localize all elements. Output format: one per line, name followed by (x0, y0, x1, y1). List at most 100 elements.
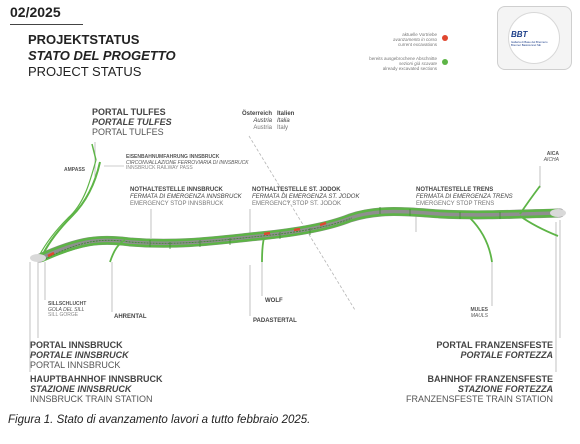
portal-tulfes-de: PORTAL TULFES (92, 107, 166, 117)
current-excavation-4 (47, 251, 55, 258)
es-innsbruck-en: EMERGENCY STOP INNSBRUCK (130, 201, 224, 207)
bf-franzensfeste-en: FRANZENSFESTE TRAIN STATION (405, 394, 553, 404)
portal-tulfes-en: PORTAL TULFES (92, 127, 164, 137)
portal-franzensfeste-cap (550, 209, 566, 217)
date-underline (10, 24, 83, 25)
es-innsbruck-it: FERMATA DI EMERGENZA INNSBRUCK (130, 194, 242, 200)
label-bf-franzensfeste: BAHNHOF FRANZENSFESTE STAZIONE FORTEZZA … (406, 374, 553, 404)
bf-franzensfeste-it: STAZIONE FORTEZZA (457, 384, 553, 394)
border-italy: Italien Italia Italy (277, 111, 294, 132)
mules-access (469, 217, 493, 263)
legend-current: aktuelle Vortriebe avanzamento in corso … (393, 32, 437, 47)
es-jodok-de: NOTHALTESTELLE ST. JODOK (252, 187, 341, 193)
label-portal-innsbruck: PORTAL INNSBRUCK PORTALE INNSBRUCK PORTA… (30, 340, 129, 370)
border-austria-en: Austria (253, 125, 272, 131)
mules-de: MULES (470, 307, 489, 313)
cross-passages (149, 207, 501, 249)
es-jodok-it: FERMATA DI EMERGENZA ST. JODOK (252, 194, 360, 200)
legend-completed-de: bereits ausgebrochene Abschnitte (369, 56, 437, 61)
legend-completed-it: sezioni già scavate (398, 61, 437, 66)
border-austria-it: Austria (253, 118, 272, 124)
bbt-logo-sub2: Brenner Basistunnel SE (511, 43, 541, 47)
es-trens-it: FERMATA DI EMERGENZA TRENS (416, 194, 513, 200)
current-excavations (47, 221, 327, 258)
bf-franzensfeste-de: BAHNHOF FRANZENSFESTE (427, 374, 554, 384)
figure-caption: Figura 1. Stato di avanzamento lavori a … (8, 414, 311, 426)
label-bypass: EISENBAHNUMFAHRUNG INNSBRUCK CIRCONVALLA… (126, 154, 249, 172)
sill-de: SILLSCHLUCHT (48, 301, 87, 307)
border-italy-it: Italia (277, 118, 290, 124)
aica-it: AICHA (543, 156, 559, 163)
legend-completed-en: already excavated sections (382, 66, 437, 71)
legend-completed: bereits ausgebrochene Abschnitte sezioni… (369, 56, 437, 71)
label-padastertal: PADASTERTAL (253, 318, 297, 324)
label-es-trens: NOTHALTESTELLE TRENS FERMATA DI EMERGENZ… (416, 187, 513, 208)
title-italian: STATO DEL PROGETTO (28, 48, 176, 63)
aica-connection (519, 185, 541, 215)
legend-current-de: aktuelle Vortriebe (402, 32, 437, 37)
label-es-innsbruck: NOTHALTESTELLE INNSBRUCK FERMATA DI EMER… (130, 187, 242, 208)
label-ahrental: AHRENTAL (114, 314, 147, 320)
label-es-jodok: NOTHALTESTELLE ST. JODOK FERMATA DI EMER… (252, 187, 359, 208)
label-portal-franzensfeste: PORTAL FRANZENSFESTE PORTALE FORTEZZA (436, 340, 553, 360)
mules-it: MAULS (470, 312, 488, 319)
hbf-innsbruck-it: STAZIONE INNSBRUCK (30, 384, 132, 394)
portal-franzensfeste-it: PORTALE FORTEZZA (460, 350, 553, 360)
label-wolf: WOLF (265, 298, 283, 304)
hbf-innsbruck-de: HAUPTBAHNHOF INNSBRUCK (30, 374, 163, 384)
portal-franzensfeste-de: PORTAL FRANZENSFESTE (436, 340, 553, 350)
legend-completed-dot (442, 59, 448, 65)
portal-innsbruck-de: PORTAL INNSBRUCK (30, 340, 123, 350)
border-line (248, 135, 356, 311)
exploratory-tunnel (44, 217, 353, 260)
es-innsbruck-de: NOTHALTESTELLE INNSBRUCK (130, 187, 223, 193)
legend-current-it: avanzamento in corso (392, 37, 437, 42)
portal-innsbruck-en: PORTAL INNSBRUCK (30, 360, 121, 370)
bbt-logo-subtitle: Galleria di Base del Brennero Brenner Ba… (511, 41, 548, 47)
es-trens-de: NOTHALTESTELLE TRENS (416, 187, 494, 193)
sill-en: SILL GORGE (48, 312, 79, 318)
bypass-de: EISENBAHNUMFAHRUNG INNSBRUCK (126, 154, 220, 160)
border-austria-de: Österreich (241, 111, 272, 117)
franzensfeste-connection (519, 215, 559, 237)
ahrental-access (109, 239, 126, 263)
border-italy-en: Italy (277, 125, 289, 131)
legend-current-dot (442, 35, 448, 41)
label-aica: AICA AICHA (543, 151, 559, 163)
label-mules: MULES MAULS (470, 307, 489, 319)
label-sill-gorge: SILLSCHLUCHT GOLA DEL SILL SILL GORGE (48, 301, 87, 319)
border-italy-de: Italien (277, 111, 295, 117)
leader-lines (29, 142, 561, 372)
bbt-logo-circle (508, 12, 560, 64)
innsbruck-bypass-2 (37, 159, 97, 259)
wolf-access (261, 237, 265, 263)
report-date: 02/2025 (10, 4, 61, 20)
portal-tulfes-it: PORTALE TULFES (92, 117, 172, 127)
border-austria: Österreich Austria Austria (242, 111, 272, 132)
title-german: PROJEKTSTATUS (28, 32, 140, 47)
current-excavation-2 (293, 227, 301, 232)
es-trens-en: EMERGENCY STOP TRENS (416, 201, 495, 207)
main-tube-east (39, 207, 559, 257)
portal-innsbruck-it: PORTALE INNSBRUCK (30, 350, 129, 360)
es-jodok-en: EMERGENCY STOP ST. JODOK (252, 201, 342, 207)
portal-innsbruck-cap (30, 254, 46, 262)
innsbruck-bypass (41, 161, 101, 257)
label-portal-tulfes: PORTAL TULFES PORTALE TULFES PORTAL TULF… (92, 107, 172, 137)
label-ampass: AMPASS (64, 167, 86, 173)
main-tube-west (41, 213, 559, 263)
tulfes-access (91, 143, 97, 161)
bypass-en: INNSBRUCK RAILWAY PASS (126, 165, 193, 171)
bbt-logo-sub1: Galleria di Base del Brennero (511, 40, 548, 44)
hbf-innsbruck-en: INNSBRUCK TRAIN STATION (30, 394, 153, 404)
label-hbf-innsbruck: HAUPTBAHNHOF INNSBRUCK STAZIONE INNSBRUC… (30, 374, 163, 404)
title-english: PROJECT STATUS (28, 64, 142, 79)
sill-it: GOLA DEL SILL (48, 306, 85, 313)
legend-current-en: current excavations (397, 42, 437, 47)
bbt-logo-text: BBT (511, 30, 528, 39)
current-excavation-3 (319, 221, 327, 227)
current-excavation-1 (263, 231, 271, 236)
bypass-it: CIRCONVALLAZIONE FERROVIARIA DI INNSBRUC… (126, 159, 249, 166)
aica-de: AICA (546, 151, 559, 157)
